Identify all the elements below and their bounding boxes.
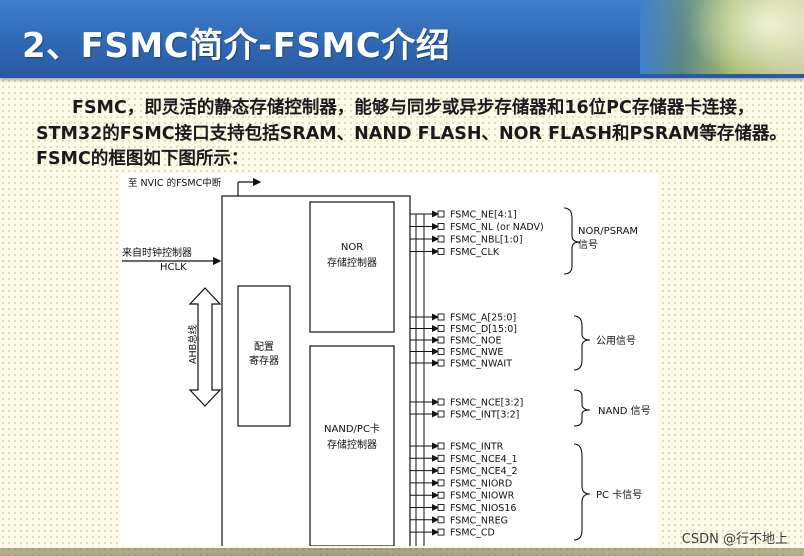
clock-label: 来自时钟控制器 bbox=[122, 246, 192, 259]
signal-pin bbox=[437, 528, 445, 536]
signal-pin bbox=[437, 348, 445, 355]
signal-lines: FSMC_NE[4:1]FSMC_NL (or NADV) FSMC_NBL[1:… bbox=[410, 210, 544, 539]
signal-label: FSMC_NWE bbox=[450, 347, 503, 358]
signal-pin bbox=[437, 336, 445, 344]
slide-title: 2、FSMC简介-FSMC介绍 bbox=[22, 26, 451, 66]
signal-pin bbox=[437, 359, 445, 367]
signal-label: FSMC_CD bbox=[450, 528, 495, 539]
ahb-label: AHB总线 bbox=[187, 324, 199, 364]
signal-label: FSMC_D[15:0] bbox=[450, 324, 517, 335]
signal-pin bbox=[437, 325, 445, 332]
nvic-label: 至 NVIC 的FSMC中断 bbox=[128, 177, 222, 189]
signal-label: FSMC_NCE4_1 bbox=[450, 454, 518, 465]
signal-pin bbox=[437, 442, 445, 450]
signal-pin bbox=[437, 223, 445, 230]
signal-pin bbox=[437, 313, 445, 321]
signal-pin bbox=[437, 454, 445, 462]
csdn-watermark: CSDN @行不地上 bbox=[681, 532, 788, 547]
pc-group-label: PC 卡信号 bbox=[596, 488, 642, 501]
signal-label: FSMC_NREG bbox=[450, 515, 508, 526]
signal-label: FSMC_NIOWR bbox=[450, 491, 515, 502]
signal-label: FSMC_NWAIT bbox=[450, 359, 512, 370]
signal-pin bbox=[437, 235, 445, 243]
nor-group-label-2: 信号 bbox=[578, 239, 598, 251]
signal-label: FSMC_NIORD bbox=[450, 478, 512, 489]
signal-label: FSMC_NBL[1:0] bbox=[450, 235, 523, 246]
nor-label-1: NOR bbox=[341, 242, 363, 253]
signal-pin bbox=[437, 410, 445, 418]
config-label-1: 配置 bbox=[254, 341, 274, 353]
signal-pin bbox=[437, 210, 445, 218]
signal-label: FSMC_NE[4:1] bbox=[450, 210, 517, 221]
signal-pin bbox=[437, 467, 445, 475]
nand-label-1: NAND/PC卡 bbox=[324, 422, 380, 435]
signal-pin bbox=[437, 479, 445, 487]
signal-pin bbox=[437, 248, 445, 255]
hclk-label: HCLK bbox=[160, 262, 187, 273]
signal-pin bbox=[437, 398, 445, 406]
signal-label: FSMC_NCE4_2 bbox=[450, 466, 518, 477]
nand-group-label: NAND 信号 bbox=[598, 405, 651, 417]
nor-label-2: 存储控制器 bbox=[327, 256, 377, 269]
signal-label: FSMC_NOE bbox=[450, 336, 502, 347]
bottom-strip bbox=[0, 548, 804, 556]
signal-label: FSMC_INTR bbox=[450, 442, 504, 453]
header-decoration-photo bbox=[640, 0, 804, 74]
signal-pin bbox=[437, 516, 445, 524]
common-group-label: 公用信号 bbox=[596, 335, 636, 347]
config-label-2: 寄存器 bbox=[249, 354, 279, 367]
nand-label-2: 存储控制器 bbox=[327, 438, 377, 451]
signal-label: FSMC_NL (or NADV) bbox=[450, 222, 544, 233]
fsmc-block-diagram: 至 NVIC 的FSMC中断 来自时钟控制器 HCLK AHB总线 配置 寄存器… bbox=[120, 174, 658, 546]
signal-label: FSMC_NCE[3:2] bbox=[450, 398, 523, 409]
signal-label: FSMC_A[25:0] bbox=[450, 313, 516, 324]
signal-pin bbox=[437, 504, 445, 511]
diagram-svg: 至 NVIC 的FSMC中断 来自时钟控制器 HCLK AHB总线 配置 寄存器… bbox=[122, 177, 651, 546]
nand-pc-controller-block bbox=[309, 345, 395, 546]
config-register-block bbox=[237, 285, 291, 427]
intro-text: FSMC，即灵活的静态存储控制器，能够与同步或异步存储器和16位PC存储器卡连接… bbox=[36, 98, 787, 169]
signal-label: FSMC_NIOS16 bbox=[450, 503, 516, 514]
nor-group-label-1: NOR/PSRAM bbox=[578, 226, 638, 237]
ahb-bus-arrow bbox=[188, 287, 222, 407]
nor-controller-block bbox=[309, 201, 395, 333]
slide-header: 2、FSMC简介-FSMC介绍 bbox=[0, 0, 804, 78]
intro-paragraph: FSMC，即灵活的静态存储控制器，能够与同步或异步存储器和16位PC存储器卡连接… bbox=[36, 96, 788, 173]
signal-label: FSMC_CLK bbox=[450, 247, 500, 258]
signal-pin bbox=[437, 491, 445, 499]
signal-label: FSMC_INT[3:2] bbox=[450, 410, 519, 421]
